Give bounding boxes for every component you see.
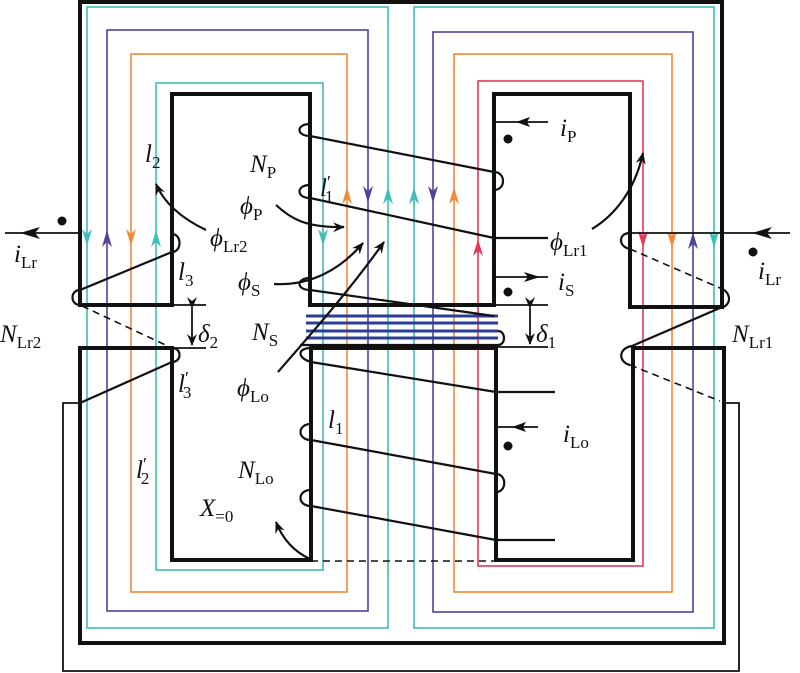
label-philr2: ϕLr2 bbox=[210, 225, 248, 256]
label-philo: ϕLo bbox=[237, 375, 269, 406]
flux-arrow-down-icon bbox=[667, 231, 677, 248]
label-ip: iP bbox=[560, 115, 576, 146]
winding-nlr1 bbox=[619, 227, 790, 402]
flux-arrow-down-icon bbox=[318, 229, 328, 246]
winding-ns-leads bbox=[298, 272, 548, 318]
label-np: NP bbox=[249, 151, 276, 182]
flux-arrow-phi-p bbox=[275, 204, 345, 233]
label-ilo: iLo bbox=[563, 421, 589, 452]
flux-arrow-down-icon bbox=[126, 229, 136, 246]
flux-arrow-up-icon bbox=[449, 187, 459, 204]
current-arrow-ip bbox=[516, 117, 530, 127]
flux-arrow-down-icon bbox=[82, 229, 92, 246]
flux-arrow-up-icon bbox=[409, 187, 419, 204]
flux-arrow-phi-lr1 bbox=[591, 152, 646, 230]
flux-arrow-up-icon bbox=[151, 230, 161, 247]
flux-arrow-up-icon bbox=[383, 187, 393, 204]
current-arrow-ilo bbox=[512, 422, 526, 432]
winding-np bbox=[298, 117, 548, 240]
winding-nlo bbox=[299, 346, 555, 542]
flux-direction-arrows bbox=[82, 186, 719, 256]
label-x0: X=0 bbox=[199, 495, 233, 526]
polarity-dot-nlo bbox=[503, 441, 513, 451]
current-arrow-is bbox=[524, 272, 540, 282]
gap-delta1-lines bbox=[494, 304, 548, 348]
upper-core bbox=[78, 0, 724, 309]
polarity-dot-nlr1 bbox=[748, 247, 758, 257]
flux-path-left-purple bbox=[106, 29, 369, 612]
flux-arrow-up-icon bbox=[342, 187, 352, 204]
label-l1: l1 bbox=[328, 407, 343, 438]
lower-core bbox=[78, 346, 726, 645]
flux-arrow-phi-lo bbox=[277, 241, 385, 373]
label-ilrright: iLr bbox=[758, 258, 781, 289]
label-is: iS bbox=[558, 269, 574, 300]
flux-arrow-up-icon bbox=[688, 232, 698, 249]
label-l2: l2 bbox=[145, 141, 160, 172]
flux-arrow-down-icon bbox=[638, 231, 648, 248]
flux-arrow-up-icon bbox=[473, 239, 483, 256]
polarity-dot-np bbox=[503, 134, 513, 144]
flux-arrow-down-icon bbox=[428, 186, 438, 203]
current-arrow-ilr-left bbox=[20, 227, 40, 239]
polarity-dot-ns bbox=[503, 287, 513, 297]
flux-arrow-x0 bbox=[274, 521, 311, 560]
current-arrow-ilr-right bbox=[752, 227, 772, 239]
label-l3p: l′3 bbox=[178, 368, 191, 402]
winding-nlr2 bbox=[5, 216, 181, 405]
label-philr1: ϕLr1 bbox=[550, 229, 588, 260]
label-nlo: NLo bbox=[237, 457, 274, 488]
flux-arrow-phi-lr2 bbox=[154, 183, 207, 231]
label-l2p: l′2 bbox=[136, 454, 149, 488]
flux-arrow-down-icon bbox=[709, 231, 719, 248]
winding-ns bbox=[300, 314, 506, 347]
label-l3: l3 bbox=[178, 259, 193, 290]
label-delta2: δ2 bbox=[198, 321, 218, 352]
external-connection-wire bbox=[62, 402, 740, 672]
polarity-dot-nlr2 bbox=[57, 216, 67, 226]
flux-path-left-inner-cyan bbox=[155, 82, 324, 571]
label-ns: NS bbox=[251, 319, 278, 350]
flux-arrow-up-icon bbox=[102, 230, 112, 247]
flux-arrow-down-icon bbox=[363, 186, 373, 203]
flux-path-right-red bbox=[477, 80, 644, 567]
label-nlr1: NLr1 bbox=[731, 321, 773, 352]
label-phis: ϕS bbox=[238, 269, 260, 300]
label-delta1: δ1 bbox=[536, 321, 556, 352]
label-l1p: l′1 bbox=[320, 172, 333, 206]
label-phip: ϕP bbox=[240, 193, 262, 224]
label-ilrleft: iLr bbox=[14, 241, 37, 272]
label-nlr2: NLr2 bbox=[0, 321, 41, 352]
flux-arrow-phi-s bbox=[273, 242, 364, 286]
